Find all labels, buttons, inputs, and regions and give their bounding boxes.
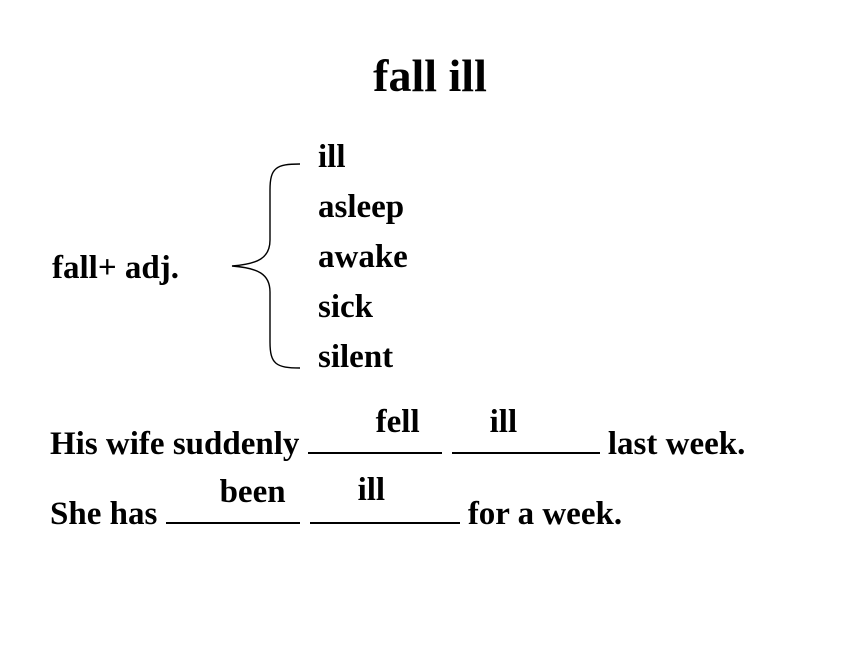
- answer-text: fell: [375, 404, 420, 440]
- answer-blank: ill: [309, 472, 460, 524]
- sentence-text: for a week.: [459, 496, 623, 532]
- curly-brace-icon: [231, 163, 301, 369]
- answer-text: ill: [357, 472, 386, 508]
- adjective-item: asleep: [318, 189, 405, 225]
- adjective-item: sick: [318, 289, 374, 325]
- sentence-text: His wife suddenly: [50, 426, 308, 462]
- example-sentence-2: She has been ill for a week.: [50, 472, 623, 534]
- adjective-item: silent: [318, 339, 394, 375]
- example-sentence-1: His wife suddenly fell ill last week.: [50, 404, 746, 464]
- rule-label: fall+ adj.: [52, 250, 179, 286]
- sentence-text: She has: [50, 496, 166, 532]
- answer-text: ill: [489, 404, 518, 440]
- sentence-text: last week.: [599, 426, 746, 462]
- adjective-list: ill asleep awake sick silent: [318, 135, 408, 385]
- page-title: fall ill: [373, 50, 487, 101]
- adjective-item: ill: [318, 139, 346, 175]
- answer-blank: ill: [451, 404, 600, 454]
- answer-blank: been: [165, 474, 300, 524]
- answer-blank: fell: [307, 404, 442, 454]
- answer-text: been: [219, 474, 286, 510]
- adjective-item: awake: [318, 239, 408, 275]
